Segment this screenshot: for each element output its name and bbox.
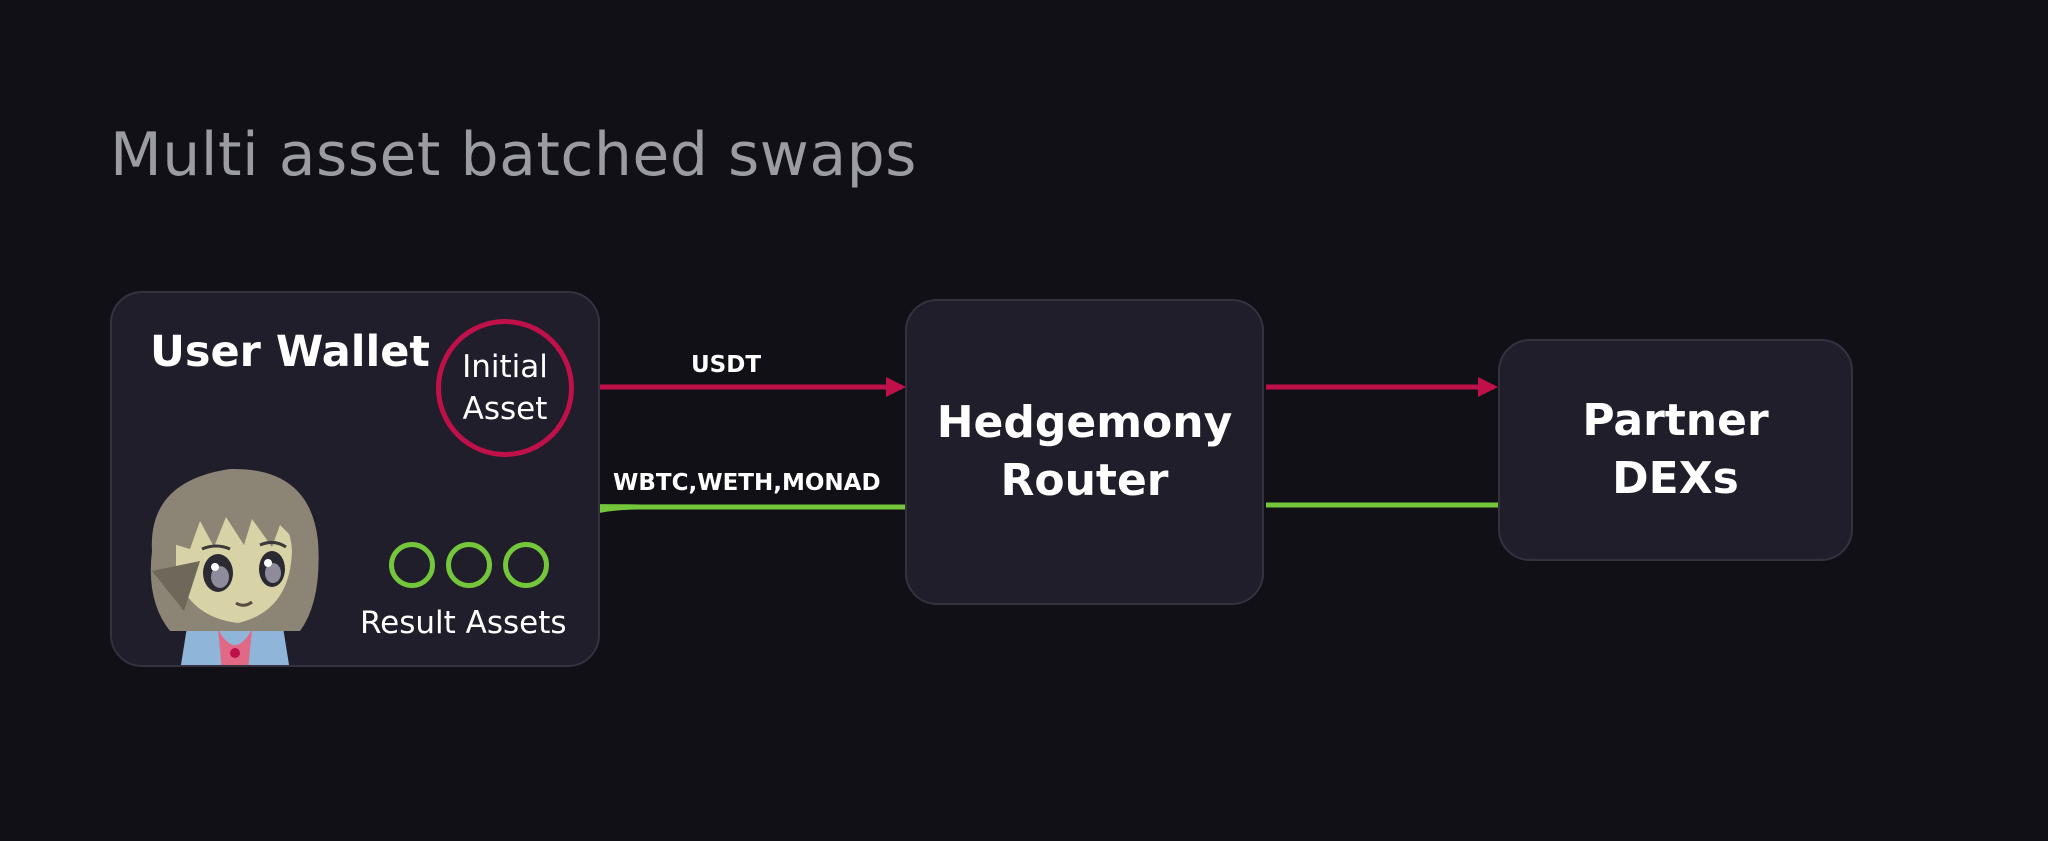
hedgemony-router-box: Hedgemony Router bbox=[905, 299, 1264, 605]
result-assets-label: Result Assets bbox=[360, 605, 567, 641]
hedgemony-router-label: Hedgemony Router bbox=[936, 397, 1233, 506]
user-wallet-title: User Wallet bbox=[150, 327, 430, 377]
result-asset-ring-2 bbox=[446, 542, 492, 588]
wbtc-weth-monad-label: WBTC,WETH,MONAD bbox=[613, 470, 881, 496]
partner-dexs-box: Partner DEXs bbox=[1498, 339, 1853, 561]
result-asset-ring-1 bbox=[389, 542, 435, 588]
initial-asset-node: Initial Asset bbox=[436, 319, 574, 457]
user-wallet-box: User Wallet Initial Asset Result Assets bbox=[110, 291, 600, 667]
user-avatar bbox=[150, 468, 319, 665]
page-title: Multi asset batched swaps bbox=[110, 120, 917, 190]
partner-dexs-label: Partner DEXs bbox=[1582, 395, 1769, 504]
result-asset-ring-3 bbox=[503, 542, 549, 588]
usdt-label: USDT bbox=[691, 352, 762, 378]
